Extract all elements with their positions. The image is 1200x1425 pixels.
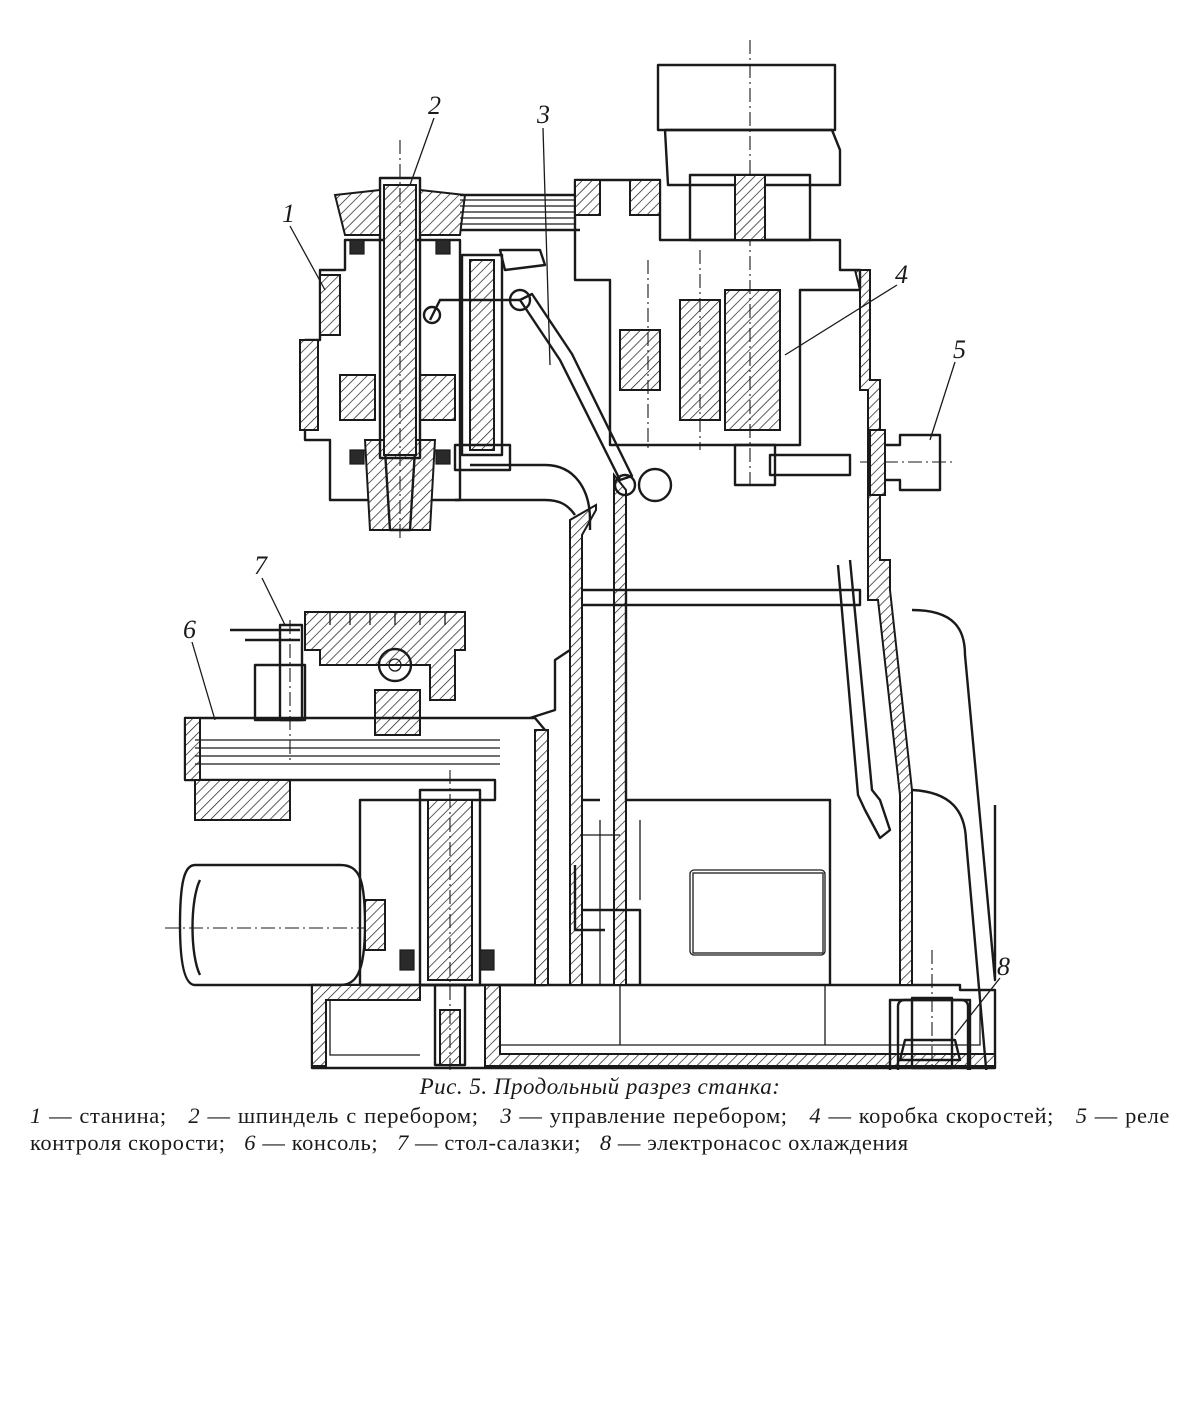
callout-7: 7 (254, 551, 268, 580)
callout-2: 2 (428, 91, 441, 120)
spindle-head (299, 140, 467, 540)
belt-drive (460, 193, 580, 232)
machine-base (310, 983, 997, 1070)
legend-item: 7 — стол-салазки; (396, 1130, 582, 1155)
legend-item: 6 — консоль; (244, 1130, 379, 1155)
back-gear-control (422, 288, 673, 530)
caption-title: Рис. 5. Продольный разрез станка: (419, 1074, 781, 1099)
legend-item: 1 — станина; (30, 1103, 167, 1128)
callouts: 1 2 3 4 5 6 7 8 (183, 91, 1010, 1036)
callout-1: 1 (282, 199, 295, 228)
elevating-screw (399, 770, 495, 1070)
callout-3: 3 (536, 100, 550, 129)
coolant-pipe (836, 559, 892, 840)
coolant-pump (888, 950, 972, 1070)
callout-4: 4 (895, 260, 908, 289)
speed-relay (860, 429, 955, 496)
callout-8: 8 (997, 952, 1010, 981)
machine-section-drawing: 1 2 3 4 5 6 7 8 (165, 40, 1010, 1070)
table-saddle (230, 611, 466, 760)
callout-6: 6 (183, 615, 196, 644)
callout-5: 5 (953, 335, 966, 364)
legend-item: 8 — электронасос охлаждения (599, 1130, 909, 1155)
feed-motor (165, 863, 386, 987)
console-knee (183, 649, 571, 987)
back-gear-shaft (453, 248, 547, 472)
figure-caption: Рис. 5. Продольный разрез станка: 1 — ст… (0, 1072, 1200, 1156)
caption-legend: 1 — станина; 2 — шпиндель с перебором; 3… (30, 1102, 1170, 1156)
head-motor (656, 63, 842, 242)
legend-item: 2 — шпиндель с перебором; (188, 1103, 479, 1128)
legend-item: 3 — управление перебором; (500, 1103, 788, 1128)
speed-gearbox (573, 40, 862, 487)
legend-item: 4 — коробка скоростей; (809, 1103, 1054, 1128)
legend-item: 5 — реле контроля скорости; (30, 1103, 1170, 1155)
